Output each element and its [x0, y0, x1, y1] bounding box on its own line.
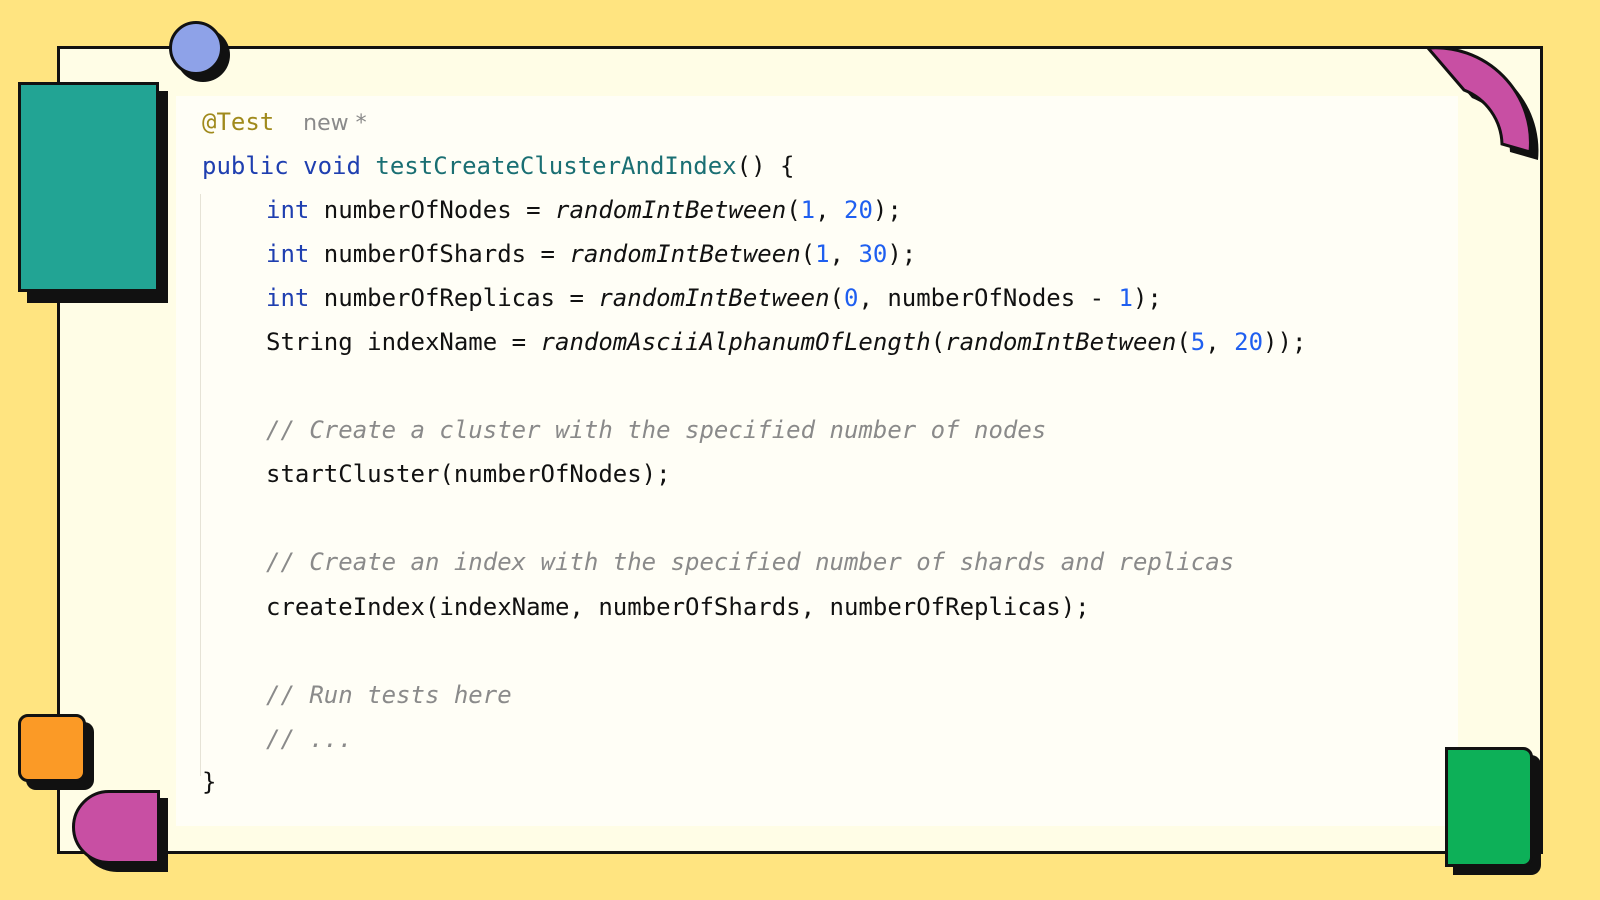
orange-square: [18, 714, 86, 782]
closing-brace: }: [202, 768, 217, 796]
paren: (: [800, 240, 816, 268]
comment-create-index: // Create an index with the specified nu…: [266, 548, 1235, 576]
code-line-shards: int numberOfShards = randomIntBetween(1,…: [266, 239, 916, 269]
fn-call: randomIntBetween: [945, 328, 1177, 356]
comment-ellipsis: // ...: [266, 725, 353, 753]
paren: (: [786, 196, 801, 224]
purple-semicircle: [72, 790, 160, 864]
usage-hint[interactable]: new *: [303, 111, 367, 136]
type-int: int: [266, 196, 310, 224]
method-signature: public void testCreateClusterAndIndex() …: [202, 151, 794, 181]
green-block: [1445, 747, 1533, 867]
number: 20: [1234, 328, 1264, 356]
purple-arc: [1424, 46, 1539, 160]
number: 1: [1118, 284, 1133, 312]
number: 30: [858, 240, 888, 268]
var-decl: numberOfNodes =: [309, 196, 555, 224]
line-end: );: [872, 196, 902, 224]
test-annotation: @Test: [202, 108, 275, 136]
line-end: );: [887, 240, 917, 268]
signature-tail: () {: [736, 152, 795, 180]
code-line-nodes: int numberOfNodes = randomIntBetween(1, …: [266, 195, 902, 225]
line-end: ));: [1263, 328, 1307, 356]
paren: (: [1176, 328, 1191, 356]
code-editor: [176, 96, 1458, 826]
paren: (: [930, 328, 946, 356]
create-index-call: createIndex(indexName, numberOfShards, n…: [266, 593, 1090, 621]
blue-circle: [169, 21, 223, 75]
annotation-line: @Test new *: [202, 107, 367, 139]
method-name[interactable]: testCreateClusterAndIndex: [375, 152, 737, 180]
type-int: int: [266, 240, 310, 268]
code-line-indexname: String indexName = randomAsciiAlphanumOf…: [266, 327, 1306, 357]
var-decl: numberOfShards =: [309, 240, 570, 268]
paren: (: [829, 284, 844, 312]
teal-block: [18, 82, 159, 292]
indent-guide: [200, 194, 201, 776]
number: 1: [800, 196, 816, 224]
separator: ,: [815, 196, 844, 224]
number: 20: [844, 196, 873, 224]
fn-call: randomIntBetween: [569, 240, 801, 268]
number: 0: [843, 284, 859, 312]
void-keyword: void: [303, 152, 361, 180]
expression: , numberOfNodes -: [858, 284, 1119, 312]
separator: ,: [1205, 328, 1235, 356]
var-decl: numberOfReplicas =: [309, 284, 599, 312]
comment-create-cluster: // Create a cluster with the specified n…: [266, 416, 1047, 444]
public-keyword: public: [202, 152, 289, 180]
var-decl: String indexName =: [266, 328, 541, 356]
fn-call: randomIntBetween: [598, 284, 830, 312]
number: 5: [1190, 328, 1206, 356]
number: 1: [815, 240, 830, 268]
line-end: );: [1132, 284, 1162, 312]
fn-call: randomAsciiAlphanumOfLength: [540, 328, 931, 356]
separator: ,: [829, 240, 859, 268]
start-cluster-call: startCluster(numberOfNodes);: [266, 460, 671, 488]
code-line-replicas: int numberOfReplicas = randomIntBetween(…: [266, 283, 1162, 313]
comment-run-tests: // Run tests here: [266, 681, 512, 709]
fn-call: randomIntBetween: [555, 196, 787, 224]
type-int: int: [266, 284, 310, 312]
